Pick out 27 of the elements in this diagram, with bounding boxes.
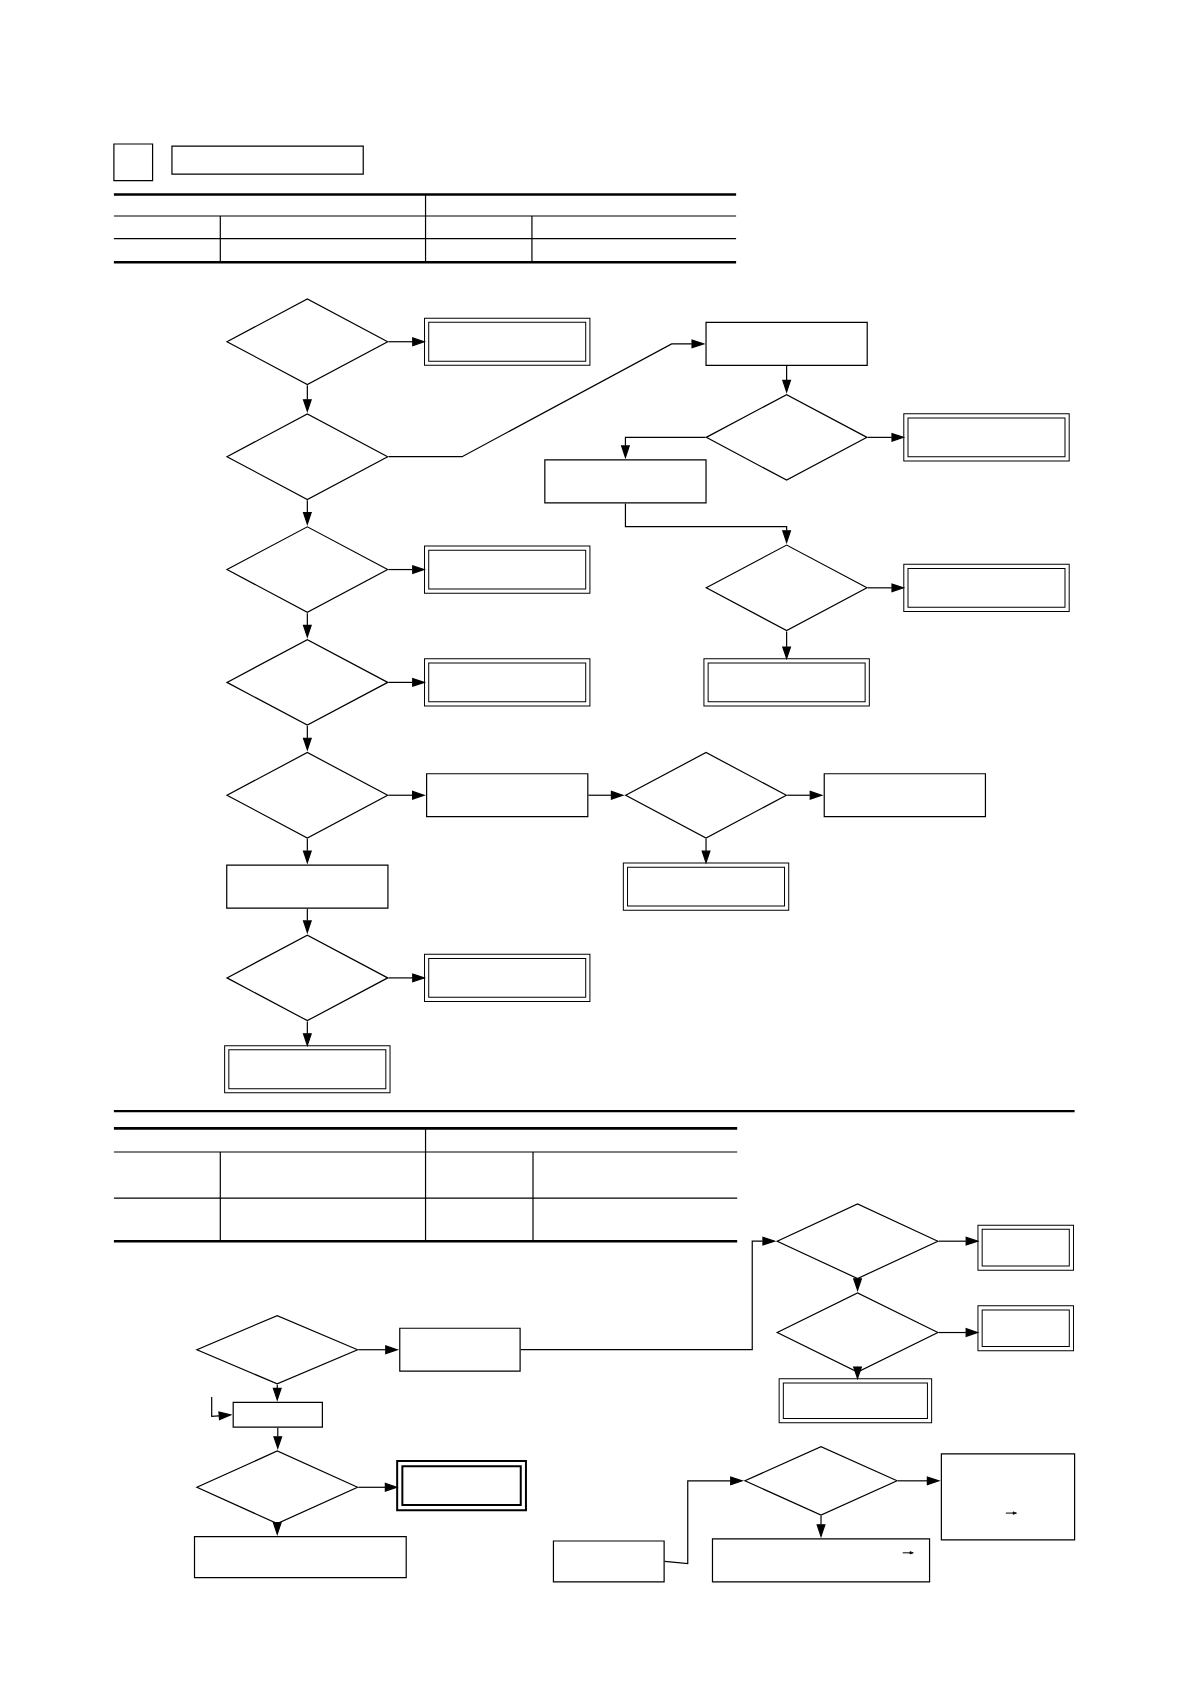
result-box xyxy=(424,545,591,594)
result-box xyxy=(778,1378,933,1424)
process-box xyxy=(712,1538,931,1583)
process-box xyxy=(544,459,707,504)
decision-diamond xyxy=(624,751,788,839)
result-box xyxy=(903,563,1070,612)
result-box xyxy=(623,862,790,911)
process-box xyxy=(113,143,154,182)
process-box xyxy=(940,1453,1076,1541)
process-box xyxy=(553,1540,665,1583)
process-box xyxy=(399,1327,521,1372)
result-box xyxy=(396,1460,528,1512)
result-box xyxy=(424,658,591,707)
result-box xyxy=(977,1305,1075,1352)
process-box xyxy=(823,773,987,818)
result-box xyxy=(424,953,591,1002)
process-box xyxy=(194,1536,407,1579)
result-box xyxy=(903,413,1070,462)
result-box xyxy=(977,1224,1075,1271)
process-box xyxy=(232,1401,324,1428)
result-box xyxy=(424,317,591,366)
process-box xyxy=(426,773,589,818)
process-box xyxy=(171,145,364,175)
result-box xyxy=(703,658,870,707)
process-box xyxy=(705,321,868,366)
result-box xyxy=(224,1045,391,1094)
process-box xyxy=(226,864,389,909)
